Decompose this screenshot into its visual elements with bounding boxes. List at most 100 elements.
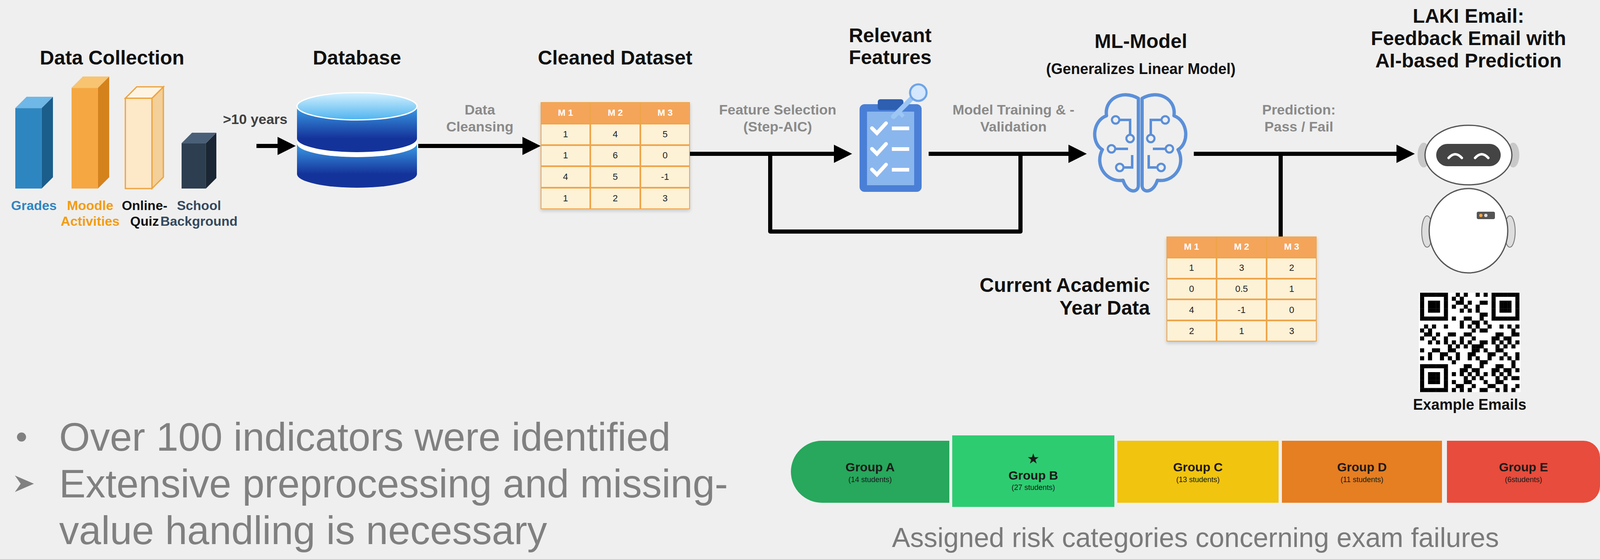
qr-module: [1507, 324, 1512, 329]
qr-module: [1459, 384, 1464, 389]
qr-module: [1463, 376, 1469, 381]
qr-module: [1515, 332, 1520, 337]
check-mark: [871, 143, 887, 154]
flow-arrow: [689, 153, 1078, 232]
qr-module: [1507, 308, 1512, 313]
qr-module: [1467, 316, 1472, 321]
qr-module: [1435, 376, 1440, 381]
table-header: M 1: [540, 102, 591, 124]
qr-module: [1515, 356, 1520, 361]
edge-label: >10 years: [220, 110, 291, 128]
qr-module: [1503, 376, 1508, 381]
table-cell: -1: [640, 166, 690, 188]
qr-module: [1463, 304, 1469, 309]
data-bar-drawing: [15, 96, 53, 189]
qr-module: [1451, 372, 1457, 377]
group-name: Group D: [1337, 459, 1387, 476]
qr-module: [1503, 368, 1508, 373]
node-heading: Database: [294, 46, 420, 70]
qr-module: [1451, 360, 1457, 365]
qr-module: [1491, 352, 1496, 357]
qr-module: [1427, 300, 1433, 305]
qr-module: [1451, 316, 1457, 321]
qr-module: [1507, 368, 1512, 373]
qr-module: [1491, 308, 1496, 313]
qr-module: [1495, 380, 1500, 385]
qr-module: [1459, 300, 1464, 305]
qr-module: [1427, 308, 1433, 313]
qr-module: [1435, 292, 1440, 298]
qr-module: [1444, 352, 1449, 357]
bar-side: [98, 76, 110, 189]
qr-module: [1515, 316, 1520, 321]
qr-module: [1503, 336, 1508, 341]
qr-module: [1432, 316, 1437, 321]
qr-module: [1503, 316, 1508, 321]
qr-module: [1511, 292, 1516, 298]
qr-module: [1420, 316, 1425, 321]
qr-module: [1515, 340, 1520, 345]
qr-module: [1435, 308, 1440, 313]
qr-module: [1515, 297, 1520, 302]
qr-module: [1499, 316, 1504, 321]
qr-module: [1503, 384, 1508, 389]
qr-module: [1479, 312, 1484, 317]
qr-module: [1483, 312, 1488, 317]
bar-label: Grades: [2, 197, 65, 214]
qr-module: [1455, 352, 1460, 357]
qr-module: [1420, 304, 1425, 309]
qr-module: [1444, 340, 1449, 345]
qr-module: [1432, 324, 1437, 329]
bar-top: [71, 76, 110, 88]
qr-module: [1467, 388, 1472, 393]
qr-module: [1459, 324, 1464, 329]
qr-module: [1463, 380, 1469, 385]
qr-module: [1475, 320, 1480, 325]
qr-module: [1455, 344, 1460, 349]
qr-module: [1479, 344, 1484, 349]
qr-module: [1432, 336, 1437, 341]
robot-body: [1429, 188, 1508, 274]
qr-module: [1420, 297, 1425, 302]
edge-label: Model Training & -Validation: [945, 101, 1082, 136]
list-line: [891, 147, 910, 151]
qr-module: [1451, 297, 1457, 302]
qr-module: [1424, 388, 1429, 393]
bar-label: School Background: [157, 197, 241, 230]
check-mark: [871, 164, 887, 175]
qr-module: [1435, 388, 1440, 393]
data-bar: School Background: [181, 132, 217, 189]
qr-module: [1479, 364, 1484, 369]
qr-module: [1495, 388, 1500, 393]
qr-module: [1420, 376, 1425, 381]
qr-module: [1491, 316, 1496, 321]
qr-module: [1491, 384, 1496, 389]
group-name: Group E: [1499, 459, 1548, 476]
clipboard-paper: [867, 111, 915, 186]
qr-module: [1435, 340, 1440, 345]
qr-module: [1471, 336, 1476, 341]
qr-module: [1444, 388, 1449, 393]
qr-module: [1475, 372, 1480, 377]
qr-module: [1444, 380, 1449, 385]
qr-module: [1483, 372, 1488, 377]
qr-module: [1427, 328, 1433, 333]
qr-module: [1455, 356, 1460, 361]
qr-module: [1444, 376, 1449, 381]
table-header: M 3: [1266, 236, 1317, 258]
node-heading: LAKI Email: Feedback Email with AI-based…: [1367, 4, 1570, 72]
qr-module: [1439, 388, 1445, 393]
table-cell: 3: [1216, 257, 1267, 279]
qr-module: [1495, 364, 1500, 369]
qr-module: [1479, 328, 1484, 333]
qr-module: [1483, 320, 1488, 325]
qr-module: [1491, 372, 1496, 377]
circuit-node: [1165, 145, 1174, 153]
qr-module: [1499, 348, 1504, 353]
qr-module: [1499, 372, 1504, 377]
qr-module: [1499, 332, 1504, 337]
qr-module: [1479, 340, 1484, 345]
shape-group: [859, 84, 927, 192]
qr-module: [1483, 328, 1488, 333]
robot-light: [1484, 213, 1488, 218]
